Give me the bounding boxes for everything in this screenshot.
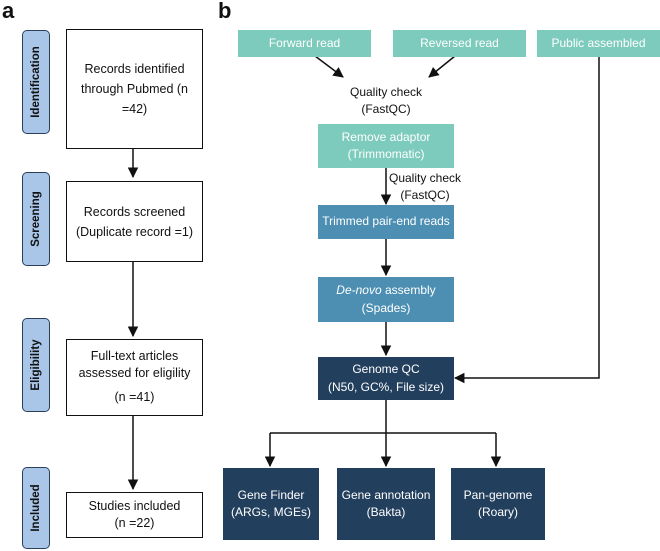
box-full-text-articles: Full-text articles assessed for eligilit… [66, 339, 203, 416]
node-gene-annotation: Gene annotation (Bakta) [337, 468, 435, 540]
node-denovo-assembly: De-novo assembly (Spades) [318, 277, 454, 322]
stage-included: Included [22, 467, 50, 549]
arrow-reversed-to-qc [428, 55, 456, 78]
panel-label-b: b [218, 0, 232, 23]
label-quality-check-2: Quality check (FastQC) [388, 171, 462, 203]
panel-label-a: a [2, 0, 15, 23]
box-records-identified: Records identified through Pubmed (n =42… [66, 29, 203, 149]
stage-eligibility: Eligibility [22, 318, 50, 412]
node-gene-finder: Gene Finder (ARGs, MGEs) [223, 468, 319, 540]
stage-identification: Identification [22, 30, 50, 134]
node-reversed-read: Reversed read [393, 30, 526, 57]
node-public-assembled: Public assembled [537, 30, 660, 57]
label-quality-check-1: Quality check (FastQC) [349, 85, 423, 117]
node-forward-read: Forward read [238, 30, 371, 57]
arrow-forward-to-qc [314, 55, 344, 78]
box-studies-included: Studies included (n =22) [66, 492, 203, 538]
node-trimmed-reads: Trimmed pair-end reads [318, 205, 454, 239]
node-pan-genome: Pan-genome (Roary) [451, 468, 545, 540]
arrow-public-to-genomeqc [453, 56, 600, 384]
box-records-screened: Records screened (Duplicate record =1) [66, 181, 203, 262]
node-genome-qc: Genome QC (N50, GC%, File size) [318, 357, 454, 400]
node-remove-adaptor: Remove adaptor (Trimmomatic) [318, 124, 454, 168]
stage-screening: Screening [22, 172, 50, 266]
